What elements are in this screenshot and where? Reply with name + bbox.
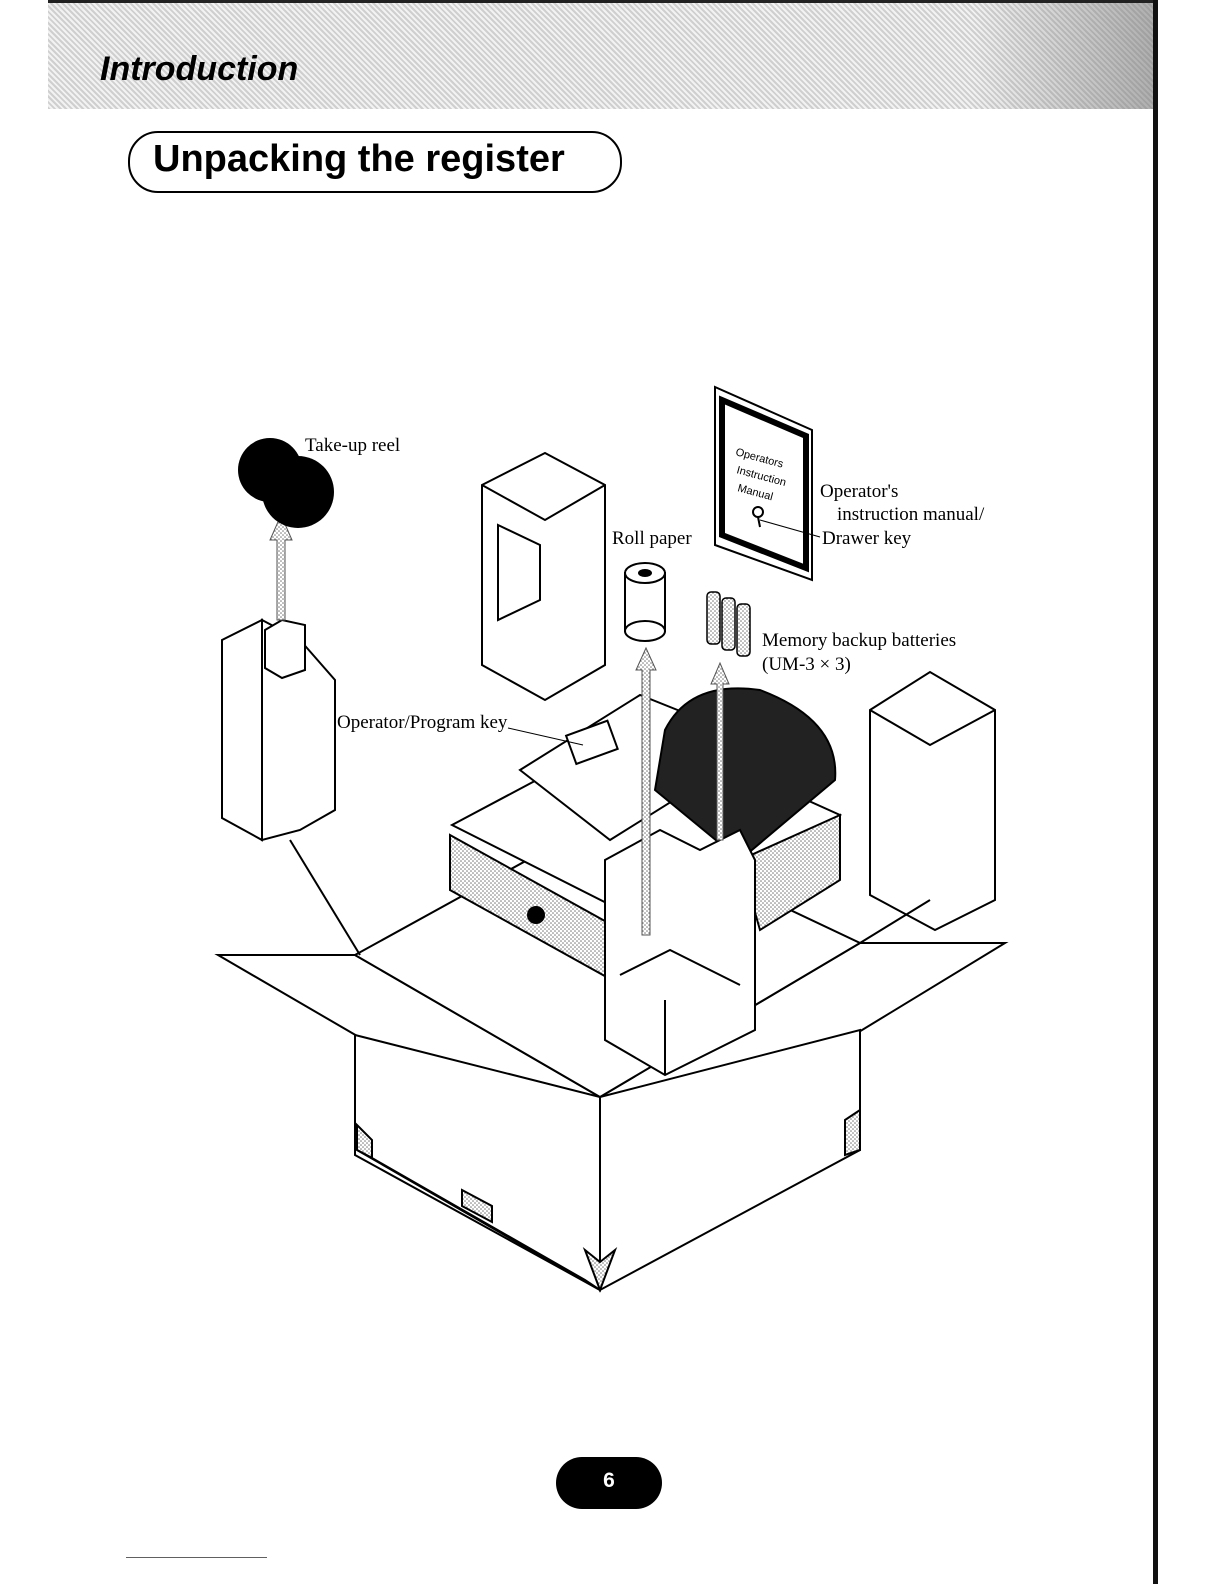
label-batteries-line-2: (UM-3 × 3) [762, 653, 851, 677]
drawer-lock [528, 907, 544, 923]
page-number: 6 [556, 1469, 662, 1493]
batteries-icon [707, 592, 750, 656]
label-operator-key: Operator/Program key [337, 711, 507, 735]
roll-paper-icon [625, 563, 665, 641]
label-take-up-reel: Take-up reel [305, 434, 400, 458]
label-batteries-line-1: Memory backup batteries [762, 629, 956, 653]
label-manual-line-3: Drawer key [822, 527, 911, 551]
footer-rule [126, 1557, 267, 1558]
label-manual-line-2: instruction manual/ [837, 503, 984, 527]
reel-holder [265, 620, 305, 678]
foam-right [870, 672, 995, 930]
foam-front [605, 830, 755, 1075]
label-manual-line-1: Operator's [820, 480, 898, 504]
foam-left [222, 620, 262, 840]
label-roll-paper: Roll paper [612, 527, 692, 551]
manual-icon: Operators Instruction Manual [715, 387, 812, 580]
arrow-take-up-reel [270, 515, 292, 620]
foam-back-left [482, 453, 605, 700]
